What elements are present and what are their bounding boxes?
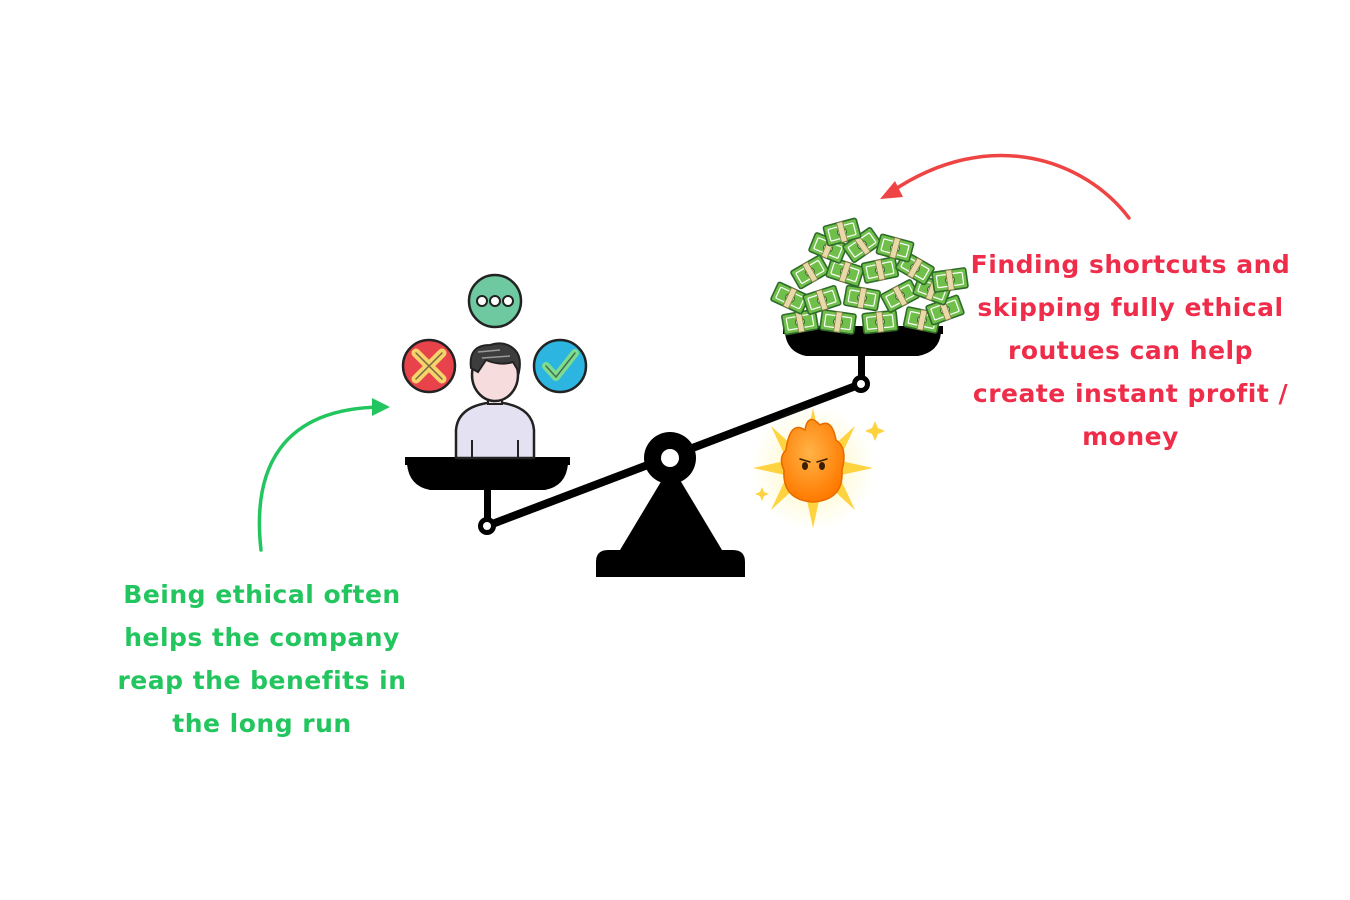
- right-scale-pan: [783, 326, 943, 393]
- ethical-caption-line: the long run: [172, 709, 352, 738]
- ethical-caption-line: reap the benefits in: [117, 666, 407, 695]
- shortcut-caption-line: create instant profit /: [972, 379, 1289, 408]
- person-icon: [454, 342, 536, 460]
- left-scale-pan: [405, 457, 570, 535]
- money-pile-icon: [769, 217, 970, 336]
- red-arrow: [880, 153, 1131, 220]
- shortcut-caption-line: money: [1082, 422, 1179, 451]
- check-icon: [532, 338, 588, 394]
- scale-base: [596, 480, 745, 577]
- ellipsis-icon: [467, 273, 523, 329]
- ethical-caption-line: helps the company: [124, 623, 400, 652]
- ethical-caption-line: Being ethical often: [123, 580, 401, 609]
- shortcut-caption: Finding shortcuts and skipping fully eth…: [968, 243, 1293, 458]
- ethical-caption: Being ethical often helps the company re…: [112, 573, 412, 745]
- green-arrow: [257, 398, 390, 552]
- shortcut-caption-line: Finding shortcuts and: [970, 250, 1291, 279]
- flaming-sun-icon: [751, 406, 885, 530]
- cross-icon: [401, 338, 457, 394]
- shortcut-caption-line: routues can help: [1008, 336, 1253, 365]
- shortcut-caption-line: skipping fully ethical: [977, 293, 1284, 322]
